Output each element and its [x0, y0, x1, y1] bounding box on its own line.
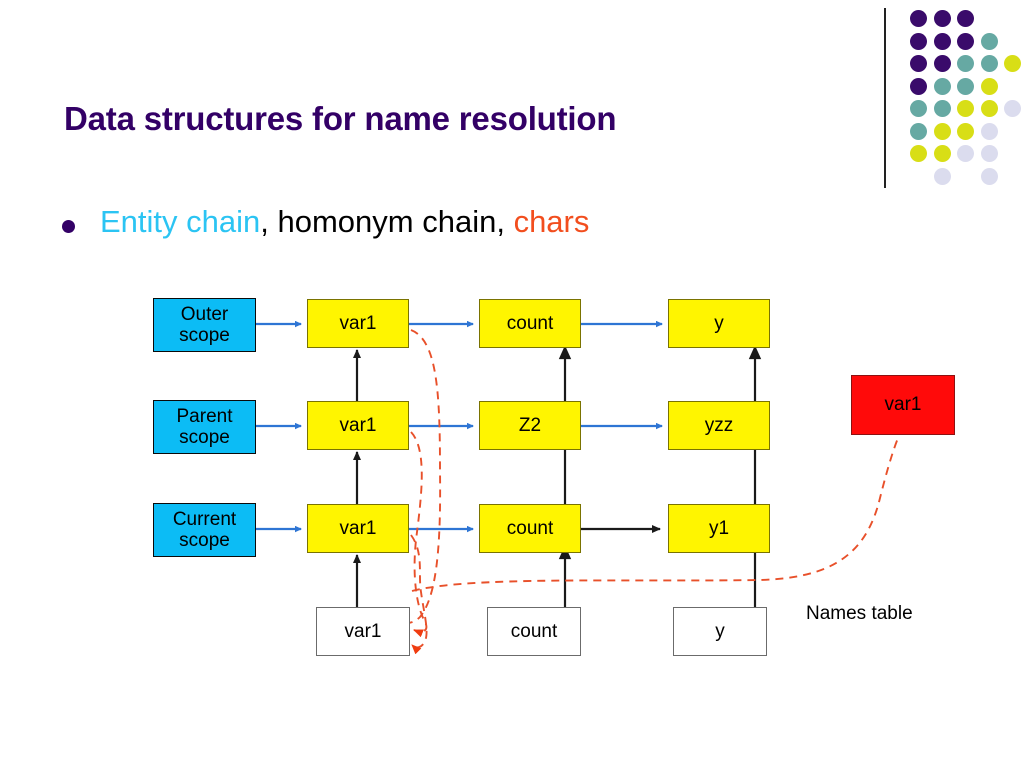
names-table-entry-y[interactable]: y: [673, 607, 767, 656]
logo-dot-teal: [980, 55, 998, 72]
chain-node-current-count[interactable]: count: [479, 504, 581, 553]
logo-dot-yellow: [980, 77, 998, 95]
names-table-entry-label: count: [510, 620, 558, 642]
logo-dot-teal: [933, 100, 951, 117]
logo-dot-pale: [980, 145, 998, 162]
logo-dot-purple: [910, 55, 927, 72]
chain-node-label: var1: [339, 414, 377, 436]
bullet-segment-2: chars: [513, 204, 590, 239]
bullet-segment-0: Entity chain: [100, 204, 261, 239]
logo-dot-purple: [957, 32, 974, 50]
names-table-entry-label: y: [715, 620, 725, 642]
scope-label-line2: scope: [179, 530, 230, 551]
bullet-segment-1: , homonym chain,: [260, 204, 514, 239]
chain-node-label: var1: [339, 312, 377, 334]
logo-dot-yellow: [1004, 55, 1021, 72]
logo-dot-pale: [1004, 100, 1021, 117]
chain-node-label: yzz: [704, 414, 734, 436]
scope-box-current[interactable]: Current scope: [153, 503, 256, 557]
logo-dot-teal: [957, 77, 974, 95]
logo: [884, 0, 1024, 195]
logo-dot-purple: [957, 10, 974, 27]
logo-dot-teal: [980, 32, 998, 50]
logo-dot-yellow: [933, 145, 951, 162]
logo-dot-purple: [910, 77, 927, 95]
logo-dot-yellow: [910, 145, 927, 162]
highlight-box-var1[interactable]: var1: [851, 375, 955, 435]
chain-node-label: var1: [339, 517, 377, 539]
scope-label-line1: Parent: [176, 405, 233, 427]
names-table-entry-count[interactable]: count: [487, 607, 581, 656]
names-table-caption: Names table: [806, 603, 913, 624]
scope-box-parent[interactable]: Parent scope: [153, 400, 256, 454]
names-table-entry-var1[interactable]: var1: [316, 607, 410, 656]
logo-dot-pale: [933, 167, 951, 185]
chain-node-label: y1: [708, 517, 730, 539]
highlight-box-label: var1: [884, 394, 922, 416]
scope-box-outer[interactable]: Outer scope: [153, 298, 256, 352]
logo-dot-yellow: [957, 100, 974, 117]
logo-dot-yellow: [980, 100, 998, 117]
logo-dot-teal: [910, 100, 927, 117]
chain-node-label: count: [506, 312, 554, 334]
chain-node-current-y1[interactable]: y1: [668, 504, 770, 553]
chain-node-label: count: [506, 517, 554, 539]
logo-dot-purple: [910, 32, 927, 50]
logo-divider-rule: [884, 8, 886, 188]
chain-node-label: y: [714, 312, 724, 334]
bullet-row: Entity chain, homonym chain, chars: [58, 204, 878, 248]
logo-dot-pale: [980, 122, 998, 140]
logo-dot-teal: [933, 77, 951, 95]
logo-dot-yellow: [933, 122, 951, 140]
logo-dot-purple: [910, 10, 927, 27]
chain-node-label: Z2: [518, 414, 542, 436]
chain-node-parent-var1[interactable]: var1: [307, 401, 409, 450]
logo-dot-pale: [980, 167, 998, 185]
chain-node-outer-y[interactable]: y: [668, 299, 770, 348]
logo-dot-yellow: [957, 122, 974, 140]
scope-label-line2: scope: [179, 427, 230, 448]
page-title: Data structures for name resolution: [64, 100, 617, 137]
logo-dot-teal: [957, 55, 974, 72]
chain-node-outer-count[interactable]: count: [479, 299, 581, 348]
names-table-entry-label: var1: [344, 620, 382, 642]
logo-dot-purple: [933, 10, 951, 27]
scope-label-line1: Current: [172, 508, 237, 530]
logo-dot-purple: [933, 32, 951, 50]
bullet-dot-icon: [62, 220, 75, 233]
scope-label-line2: scope: [179, 325, 230, 346]
chain-node-parent-z2[interactable]: Z2: [479, 401, 581, 450]
logo-dot-purple: [933, 55, 951, 72]
chain-node-parent-yzz[interactable]: yzz: [668, 401, 770, 450]
chain-node-outer-var1[interactable]: var1: [307, 299, 409, 348]
bullet-text: Entity chain, homonym chain, chars: [100, 204, 589, 240]
chain-node-current-var1[interactable]: var1: [307, 504, 409, 553]
logo-dot-pale: [957, 145, 974, 162]
scope-label-line1: Outer: [180, 303, 229, 325]
logo-dot-teal: [910, 122, 927, 140]
